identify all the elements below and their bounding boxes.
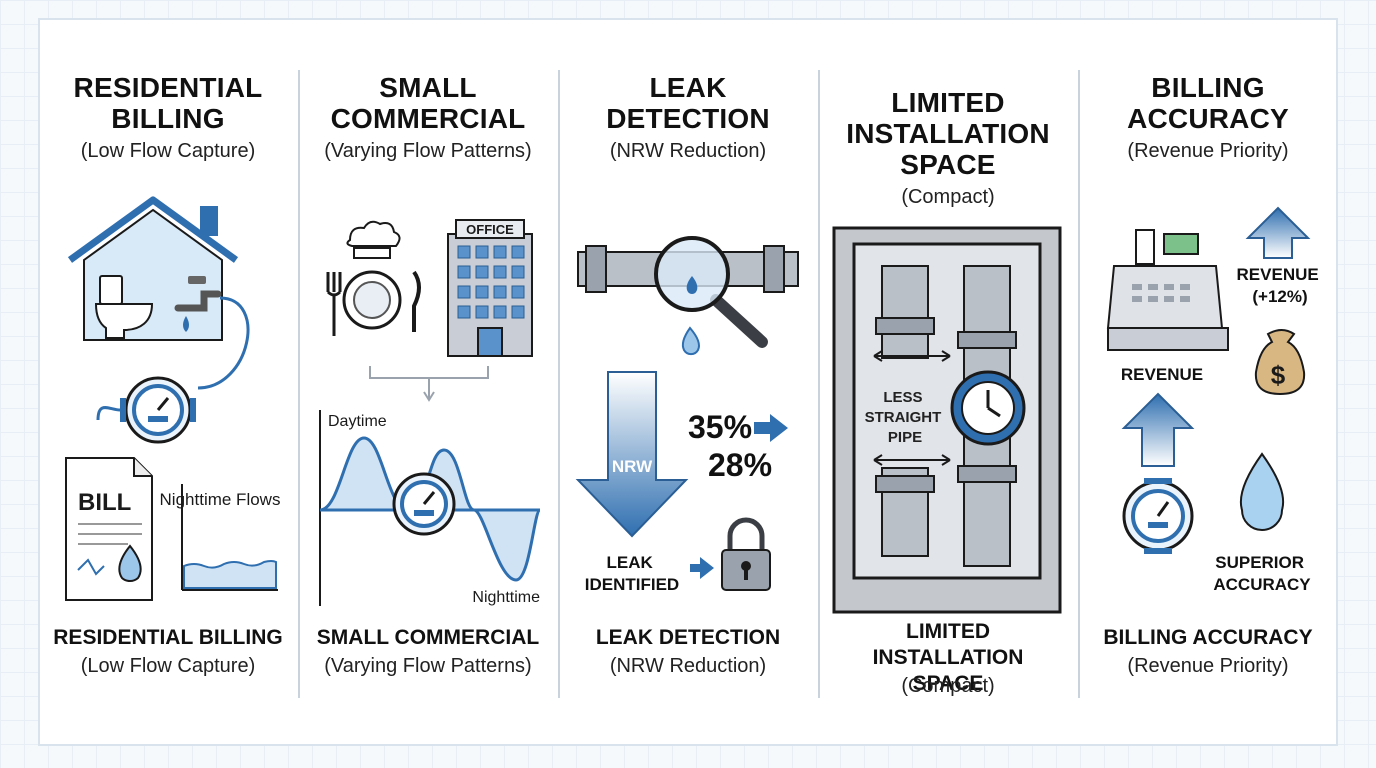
panel-title: BILLING ACCURACY	[1127, 72, 1289, 134]
water-meter-icon	[120, 376, 196, 444]
nighttime-label: Nighttime	[472, 589, 540, 606]
superior-line: SUPERIOR	[1215, 553, 1304, 572]
commercial-illustration: OFFICE Daytime Nighttime	[319, 219, 542, 606]
footer-title: BILLING ACCURACY	[1103, 626, 1313, 649]
panel-limited-installation-space: LIMITED INSTALLATION SPACE (Compact)	[818, 18, 1078, 746]
panel-title: LEAK DETECTION	[606, 72, 770, 134]
nrw-before-value: 35%	[688, 409, 752, 445]
leak-line-1: LEAK	[606, 553, 653, 572]
house-icon	[67, 196, 239, 341]
revenue-gain-label: REVENUE (+12%)	[1237, 265, 1324, 306]
footer-subtitle: (Revenue Priority)	[1127, 655, 1289, 677]
money-bag-icon: $	[1254, 329, 1306, 396]
infographic-frame	[38, 18, 1338, 746]
water-meter-icon	[392, 472, 456, 536]
bill-label: BILL	[78, 489, 131, 516]
revenue-up-arrow	[1245, 206, 1311, 259]
panel-subtitle: (Low Flow Capture)	[80, 140, 256, 162]
panel-leak-detection: LEAK DETECTION (NRW Reduction) NRW 35% 2…	[558, 18, 818, 746]
flow-pattern-chart: Daytime Nighttime	[319, 410, 542, 606]
panel-subtitle: (Varying Flow Patterns)	[324, 140, 532, 162]
nighttime-flows-label: Nighttime Flows	[160, 490, 281, 509]
office-building-icon: OFFICE	[447, 219, 533, 357]
water-meter-icon	[950, 370, 1026, 446]
right-arrow-icon	[754, 414, 788, 442]
water-meter-icon	[1122, 478, 1194, 554]
panel-subtitle: (NRW Reduction)	[609, 140, 767, 162]
accuracy-up-arrow	[1121, 392, 1195, 467]
panel-divider	[558, 70, 560, 698]
accuracy-line: ACCURACY	[1213, 575, 1311, 594]
footer-title: SMALL COMMERCIAL	[316, 626, 540, 649]
revenue-label: REVENUE	[1121, 365, 1203, 384]
footer-subtitle: (Low Flow Capture)	[80, 655, 256, 677]
nrw-label: NRW	[612, 457, 653, 476]
label-line-2: STRAIGHT	[865, 409, 942, 426]
panel-billing-accuracy: BILLING ACCURACY (Revenue Priority) REVE…	[1078, 18, 1338, 746]
daytime-label: Daytime	[328, 413, 387, 430]
toilet-icon	[94, 275, 154, 339]
footer-title: RESIDENTIAL BILLING	[53, 626, 283, 649]
cash-register-icon	[1106, 229, 1229, 351]
installation-illustration: LESS STRAIGHT PIPE	[832, 226, 1062, 614]
faucet-icon	[174, 276, 222, 332]
panel-title: LIMITED INSTALLATION SPACE	[846, 87, 1050, 180]
panel-title: RESIDENTIAL BILLING	[73, 72, 263, 134]
dollar-sign: $	[1271, 360, 1286, 390]
label-line-3: PIPE	[888, 429, 922, 446]
nrw-after-value: 28%	[708, 447, 772, 483]
leak-line-2: IDENTIFIED	[585, 575, 679, 594]
lock-icon	[721, 517, 771, 591]
revenue-gain-value: (+12%)	[1252, 287, 1307, 306]
panel-small-commercial: SMALL COMMERCIAL (Varying Flow Patterns)…	[298, 18, 558, 746]
panel-divider	[298, 70, 300, 698]
bill-document-icon: BILL	[65, 457, 153, 601]
pipe-left-icon	[875, 265, 935, 557]
panel-divider	[1078, 70, 1080, 698]
panel-subtitle: (Compact)	[901, 186, 995, 208]
accuracy-illustration: REVENUE (+12%) REVENUE $ SUPERIOR ACCURA…	[1106, 206, 1324, 594]
panel-residential-billing: RESIDENTIAL BILLING (Low Flow Capture)	[38, 18, 298, 746]
panel-subtitle: (Revenue Priority)	[1127, 140, 1289, 162]
water-drop-icon	[1240, 452, 1284, 531]
magnifier-icon	[654, 236, 768, 348]
restaurant-icon	[326, 220, 421, 336]
less-straight-pipe-label: LESS STRAIGHT PIPE	[865, 389, 946, 446]
footer-subtitle: (Varying Flow Patterns)	[324, 655, 532, 677]
water-drop-icon	[681, 326, 700, 356]
revenue-up-label: REVENUE	[1237, 265, 1319, 284]
label-line-1: LESS	[883, 389, 922, 406]
footer-title: LIMITED INSTALLATION SPACE	[872, 620, 1024, 695]
residential-illustration: BILL Nighttime Flows	[65, 196, 281, 601]
footer-subtitle: (NRW Reduction)	[609, 655, 767, 677]
nighttime-label: Nighttime Flows	[160, 490, 281, 509]
nighttime-flows-chart: Nighttime Flows	[160, 484, 281, 591]
panel-divider	[818, 70, 820, 698]
footer-subtitle: (Compact)	[901, 675, 995, 697]
footer-title: LEAK DETECTION	[595, 626, 781, 649]
right-arrow-icon	[690, 557, 714, 579]
nrw-down-arrow: NRW	[575, 371, 689, 538]
office-label: OFFICE	[466, 222, 514, 237]
panel-title: SMALL COMMERCIAL	[330, 72, 526, 134]
superior-accuracy-label: SUPERIOR ACCURACY	[1213, 553, 1311, 594]
double-arrow-icon	[873, 350, 951, 466]
leak-illustration: NRW 35% 28% LEAK IDENTIFIED	[575, 236, 799, 594]
leak-identified-label: LEAK IDENTIFIED	[585, 553, 679, 594]
